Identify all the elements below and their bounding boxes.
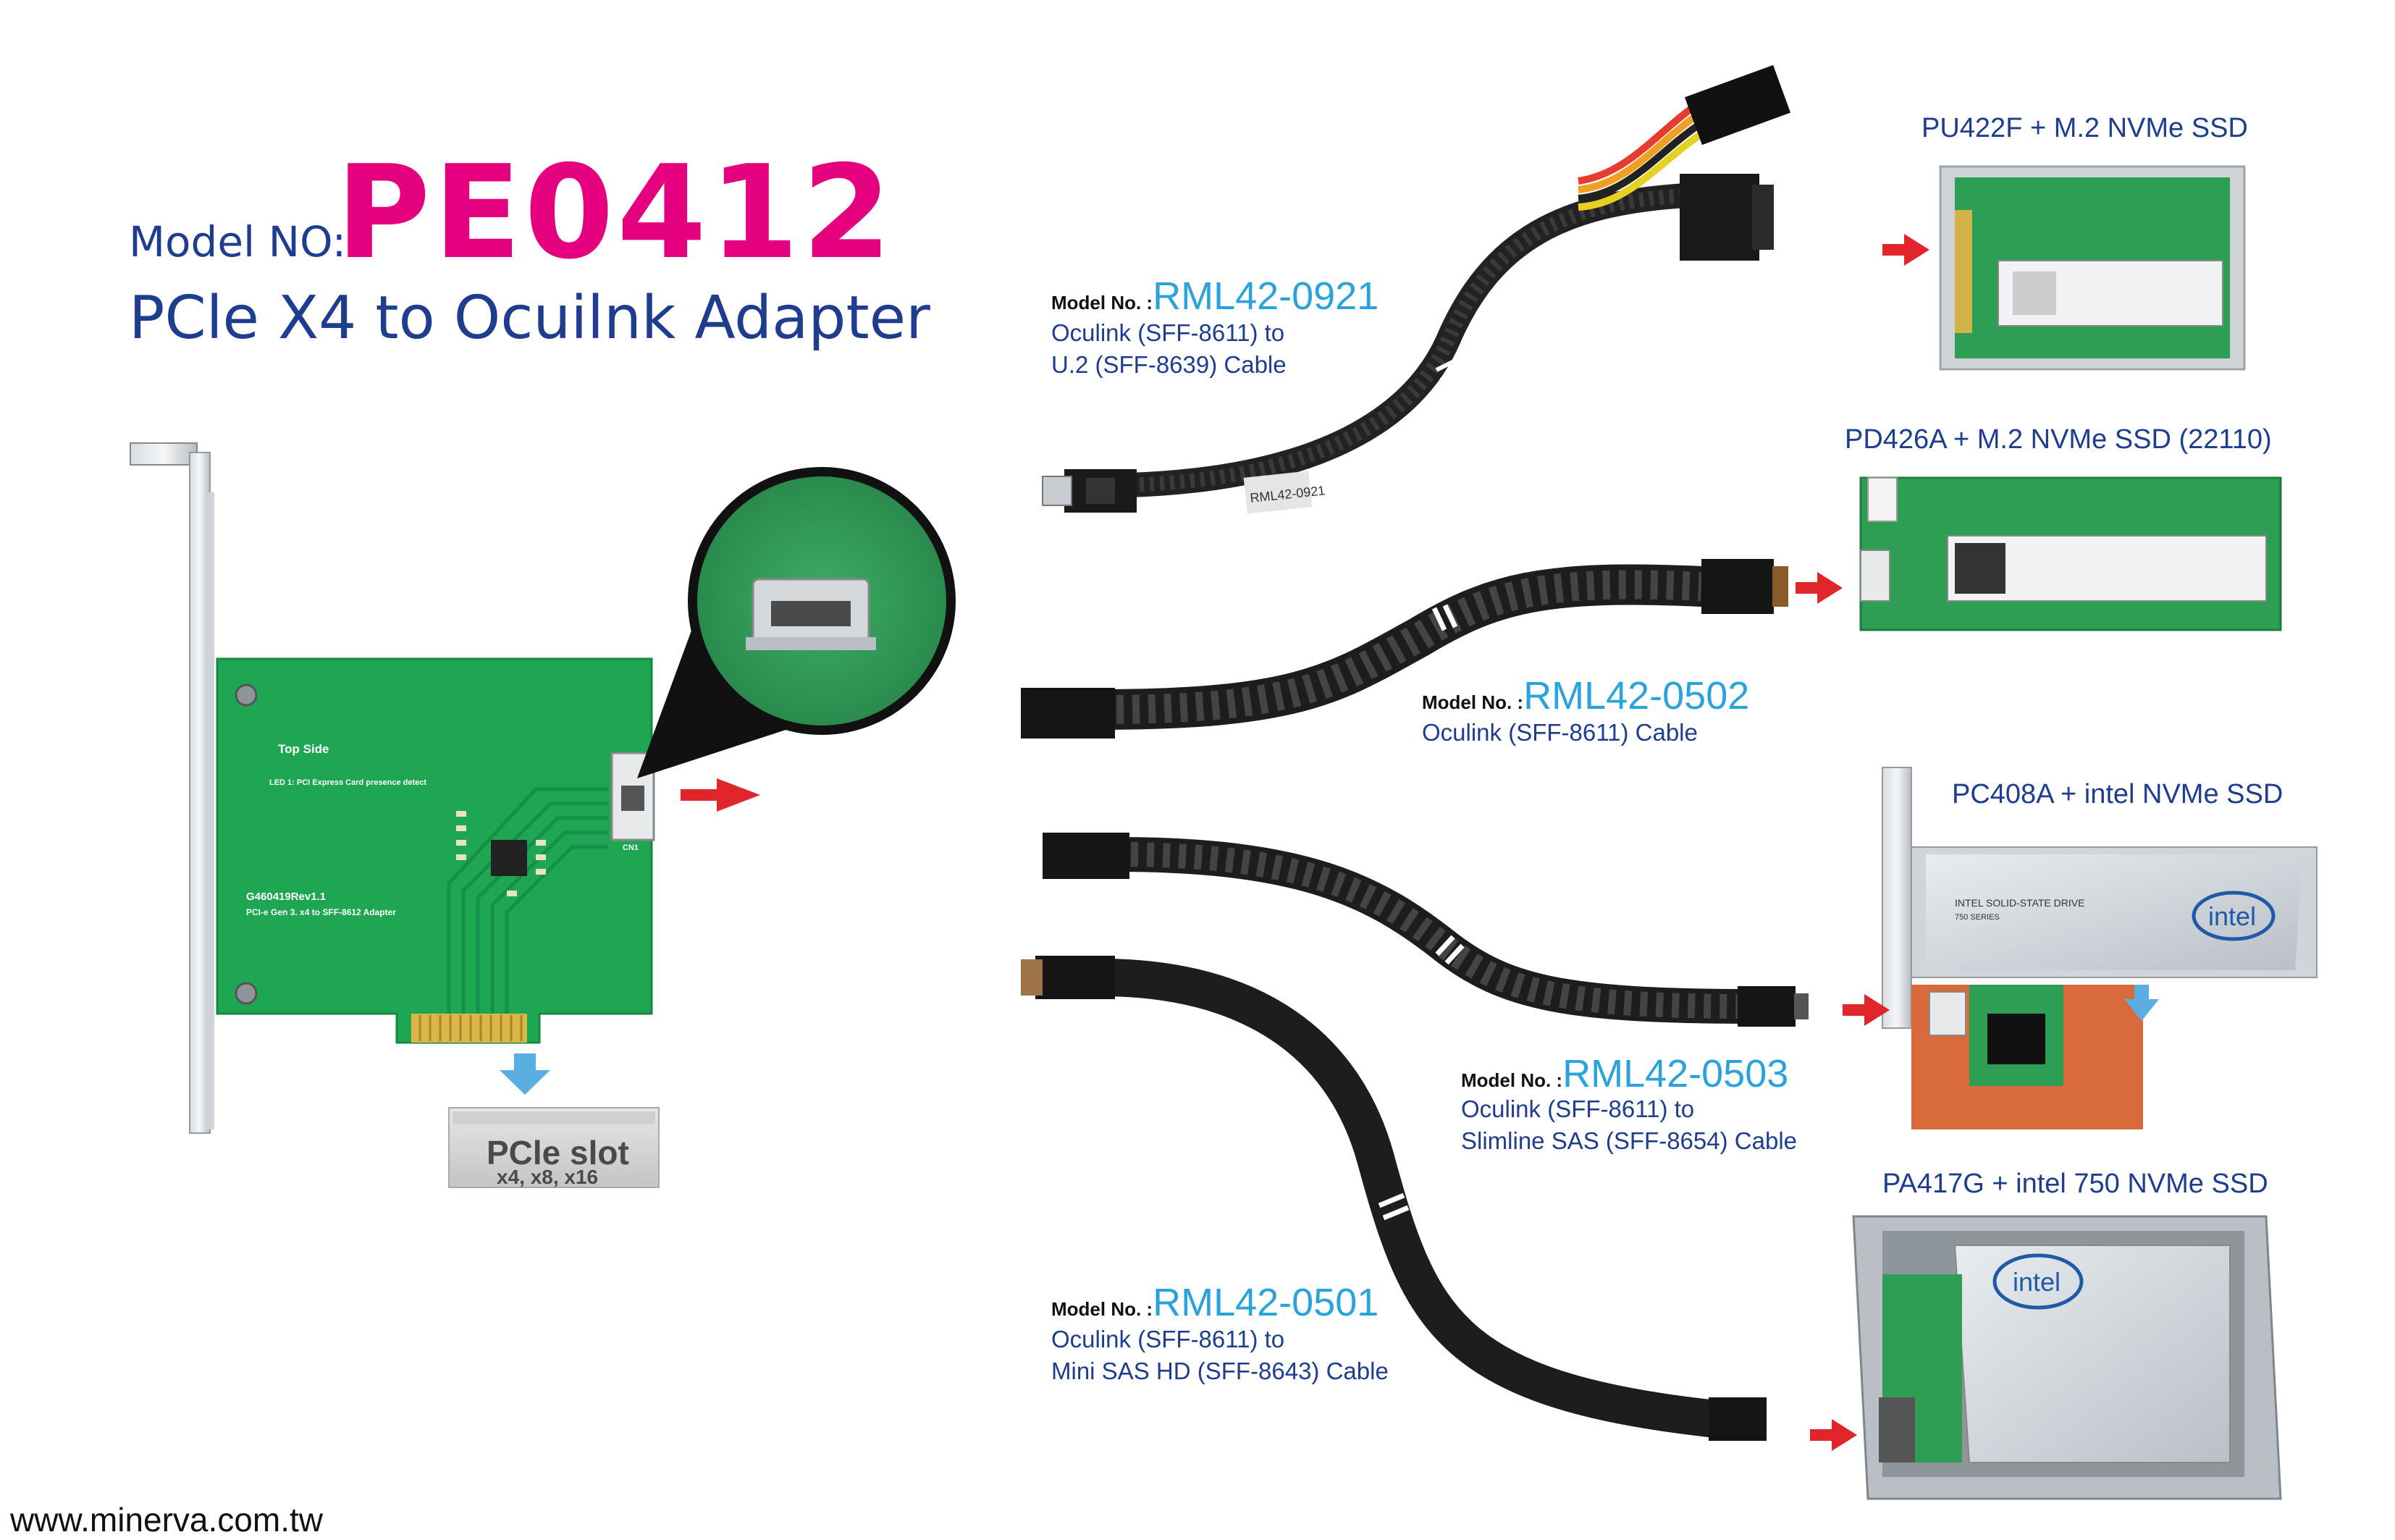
pcb-label-cn: CN1	[623, 843, 639, 852]
cable-desc-line1: Oculink (SFF-8611) to	[1461, 1095, 1695, 1122]
connector-zoom-callout	[637, 467, 956, 778]
pcb-label-rev: G460419Rev1.1	[246, 891, 327, 903]
product-pc408a-image: INTEL SOLID-STATE DRIVE 750 SERIES intel	[1882, 767, 2318, 1129]
website-url[interactable]: www.minerva.com.tw	[10, 1501, 323, 1539]
red-arrow-pd426a	[1796, 572, 1843, 604]
cable-desc-line1: Oculink (SFF-8611) Cable	[1422, 719, 1698, 746]
model-prefix: Model No. :	[1051, 1298, 1153, 1320]
intel-logo-pc408a: intel	[2208, 901, 2256, 931]
cable-desc-line2: Slimline SAS (SFF-8654) Cable	[1461, 1127, 1797, 1154]
cable-rml42-0501	[1021, 956, 1767, 1441]
product-name-pc408a: PC408A + intel NVMe SSD	[1952, 779, 2284, 809]
adapter-pcb	[216, 657, 655, 1044]
product-pa417g-image: intel	[1852, 1215, 2282, 1500]
cable-rml42-0921: RML42-0921	[1042, 64, 1791, 514]
cable-model: RML42-0502	[1523, 674, 1750, 718]
drive-label: INTEL SOLID-STATE DRIVE	[1955, 897, 2084, 909]
drive-series: 750 SERIES	[1955, 913, 2000, 922]
cable-model: RML42-0501	[1153, 1281, 1379, 1324]
product-subtitle: PCle X4 to Ocuilnk Adapter	[129, 284, 930, 353]
cable-desc-line2: Mini SAS HD (SFF-8643) Cable	[1051, 1358, 1389, 1384]
product-name-pd426a: PD426A + M.2 NVMe SSD (22110)	[1845, 424, 2272, 455]
model-no-label: Model NO:	[129, 217, 347, 266]
caption-cable-2: Model No. :RML42-0502	[1422, 673, 1749, 718]
product-pu422f-image	[1939, 165, 2246, 371]
product-pd426a-image	[1859, 476, 2282, 631]
red-arrow-connector	[681, 778, 760, 812]
red-arrow-pa417g	[1810, 1419, 1857, 1451]
pcb-label-desc: PCI-e Gen 3. x4 to SFF-8612 Adapter	[246, 907, 396, 917]
product-name-pa417g: PA417G + intel 750 NVMe SSD	[1882, 1169, 2268, 1199]
blue-arrow-down	[500, 1053, 550, 1095]
red-arrow-pc408a	[1843, 994, 1890, 1026]
pci-bracket	[130, 442, 214, 1134]
pcb-label-led: LED 1: PCI Express Card presence detect	[269, 778, 427, 787]
pcie-slot	[448, 1107, 660, 1188]
product-name-pu422f: PU422F + M.2 NVMe SSD	[1922, 113, 2248, 143]
caption-cable-3: Model No. :RML42-0503	[1461, 1051, 1788, 1096]
cable-desc-line1: Oculink (SFF-8611) to	[1051, 319, 1285, 346]
caption-cable-4: Model No. :RML42-0501	[1051, 1280, 1379, 1325]
model-prefix: Model No. :	[1051, 292, 1153, 314]
cable-desc-line1: Oculink (SFF-8611) to	[1051, 1326, 1285, 1352]
cable-model: RML42-0921	[1153, 274, 1379, 318]
pcie-slot-subtitle: x4, x8, x16	[497, 1166, 599, 1188]
pcie-slot-title: PCle slot	[487, 1134, 629, 1171]
red-arrow-pu422f	[1882, 234, 1929, 266]
cable-desc-line2: U.2 (SFF-8639) Cable	[1051, 351, 1287, 378]
caption-cable-1: Model No. :RML42-0921	[1051, 274, 1379, 319]
cable-model: RML42-0503	[1562, 1052, 1789, 1095]
pcb-label-top-side: Top Side	[278, 742, 329, 756]
cable-rml42-0502	[1021, 559, 1788, 739]
intel-logo-pa417g: intel	[2013, 1267, 2061, 1297]
blue-arrow-pc408a	[2124, 985, 2159, 1021]
model-number: PE0412	[336, 138, 895, 287]
cable-rml42-0503	[1043, 833, 1809, 1027]
model-prefix: Model No. :	[1422, 691, 1524, 713]
model-prefix: Model No. :	[1461, 1069, 1563, 1091]
